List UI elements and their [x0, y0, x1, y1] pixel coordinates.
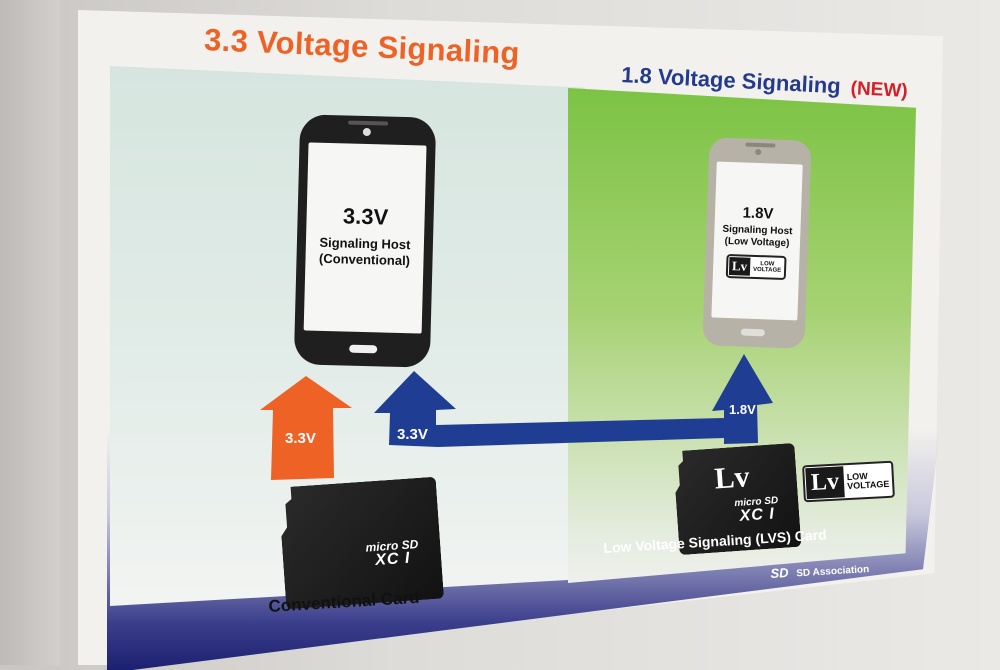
- lv-mark: Lv: [805, 466, 845, 500]
- lv-logo-large: Lv LOW VOLTAGE: [802, 460, 896, 503]
- sd-mark: SD: [770, 564, 789, 581]
- microsdxc-logo: micro SD XC I: [365, 538, 420, 570]
- orange-arrow-label: 3.3V: [285, 430, 316, 447]
- blue-arrow-left-label: 3.3V: [397, 426, 428, 443]
- blue-arrow-connector: [374, 354, 773, 447]
- lv-text: LOW VOLTAGE: [846, 470, 890, 491]
- microsdxc-logo: micro SD XC I: [734, 496, 780, 525]
- logo-xc: XC I: [374, 549, 411, 570]
- logo-xc: XC I: [739, 505, 776, 525]
- microsd-card-conventional: micro SD XC I: [278, 477, 444, 610]
- orange-arrow-up: [260, 376, 352, 480]
- blue-arrow-right-label: 1.8V: [729, 402, 756, 417]
- lv-mark-on-card: Lv: [713, 460, 751, 496]
- lv-text-line2: VOLTAGE: [846, 478, 890, 491]
- wall-background: [0, 0, 60, 665]
